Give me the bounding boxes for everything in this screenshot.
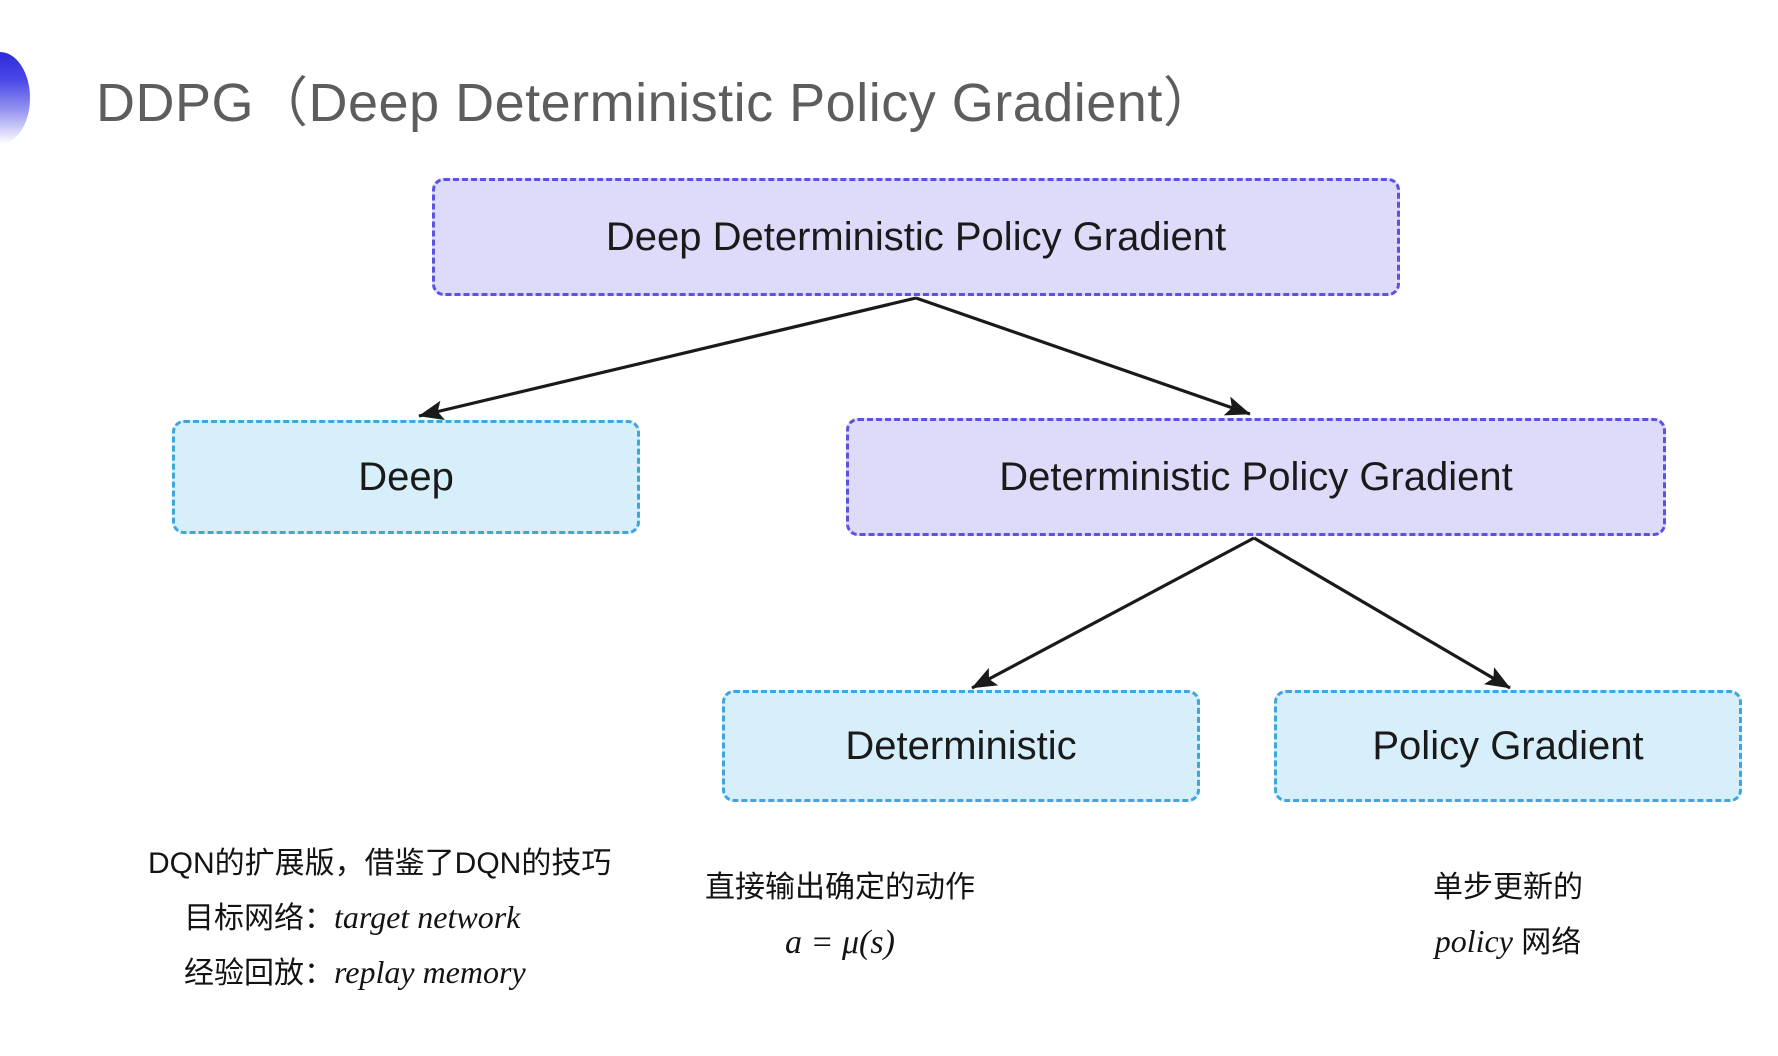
edge-root-to-dpg [915, 296, 1251, 416]
annotation-deterministic-line-1: 直接输出确定的动作 [705, 871, 975, 904]
edge-root-to-deep [418, 296, 917, 421]
node-label: Deep Deterministic Policy Gradient [605, 214, 1227, 259]
node-deterministic-policy-gradient[interactable]: Deterministic Policy Gradient [846, 418, 1666, 536]
node-label: Deterministic [845, 723, 1077, 768]
node-deep-deterministic-policy-gradient[interactable]: Deep Deterministic Policy Gradient [432, 178, 1400, 296]
edge-dpg-to-policy-gradient [1253, 536, 1511, 690]
node-deterministic[interactable]: Deterministic [722, 690, 1200, 802]
node-policy-gradient[interactable]: Policy Gradient [1274, 690, 1742, 802]
annotation-deep-line-3: 经验回放：replay memory [148, 945, 611, 1000]
node-label: Deep [358, 454, 454, 499]
annotation-deterministic: 直接输出确定的动作 a = μ(s) [705, 862, 975, 972]
annotation-policy-gradient-line-2: policy 网络 [1433, 914, 1583, 969]
annotation-deep-line-1: DQN的扩展版，借鉴了DQN的技巧 [148, 847, 612, 880]
gradient-ellipse-bullet-icon [0, 52, 30, 144]
annotation-deep-line-2-term: target network [334, 898, 521, 935]
node-deep[interactable]: Deep [172, 420, 640, 534]
annotation-deterministic-formula: a = μ(s) [785, 923, 895, 961]
annotation-policy-gradient: 单步更新的 policy 网络 [1433, 862, 1583, 969]
annotation-policy-gradient-term: policy [1434, 922, 1513, 959]
annotation-deep-line-2: 目标网络：target network [148, 890, 611, 945]
annotation-deep-line-2-label: 目标网络： [184, 901, 334, 935]
annotation-deep-line-3-term: replay memory [334, 953, 526, 990]
node-label: Policy Gradient [1372, 723, 1644, 768]
annotation-policy-gradient-suffix: 网络 [1512, 925, 1582, 959]
annotation-deep-line-3-label: 经验回放： [184, 956, 334, 990]
node-label: Deterministic Policy Gradient [999, 454, 1513, 499]
edge-dpg-to-deterministic [971, 536, 1255, 690]
annotation-policy-gradient-line-1: 单步更新的 [1433, 871, 1583, 904]
page-title: DDPG（Deep Deterministic Policy Gradient） [96, 73, 1218, 133]
annotation-deep: DQN的扩展版，借鉴了DQN的技巧 目标网络：target network 经验… [148, 838, 611, 1000]
